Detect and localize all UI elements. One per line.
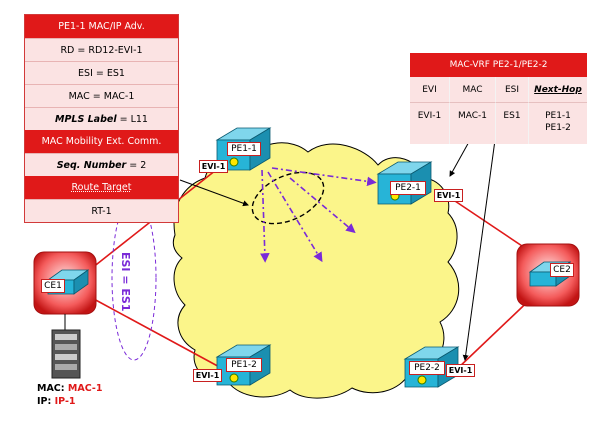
provider-cloud — [172, 142, 460, 399]
host-mac: MAC: MAC-1 — [37, 383, 102, 394]
seq-val: = 2 — [126, 160, 147, 171]
seq-key: Seq. Number — [56, 160, 127, 171]
evi-label-pe22: EVI-1 — [446, 364, 475, 377]
pe21-label: PE2-1 — [390, 181, 426, 195]
host-server — [51, 314, 81, 379]
vrf-header-mac: MAC — [450, 77, 496, 103]
vrf-cell-mac: MAC-1 — [450, 103, 496, 144]
pe12-label: PE1-2 — [226, 358, 262, 372]
evi-label-pe21: EVI-1 — [434, 189, 463, 202]
evi-label-pe11: EVI-1 — [199, 160, 228, 173]
mpls-label-val: = L11 — [116, 114, 148, 125]
adv-mpls-label: MPLS Label = L11 — [25, 107, 178, 130]
host-mac-key: MAC: — [37, 383, 65, 394]
vrf-cell-esi: ES1 — [496, 103, 529, 144]
adv-rd: RD = RD12-EVI-1 — [25, 38, 178, 61]
route-ellipse — [251, 171, 325, 225]
adv-title: PE1-1 MAC/IP Adv. — [25, 15, 178, 38]
ce2-label: CE2 — [550, 263, 574, 277]
mac-vrf-table: MAC-VRF PE2-1/PE2-2 EVI MAC ESI Next-Hop… — [410, 53, 587, 144]
vrf-title: MAC-VRF PE2-1/PE2-2 — [410, 53, 587, 77]
route-arrows — [260, 167, 377, 263]
adv-mobility: MAC Mobility Ext. Comm. — [25, 130, 178, 153]
host-ip-val: IP-1 — [54, 396, 76, 407]
adv-route-target-header: Route Target — [25, 176, 178, 199]
adv-mac: MAC = MAC-1 — [25, 84, 178, 107]
adv-rt: RT-1 — [25, 199, 178, 222]
pointer-arrows — [179, 139, 496, 361]
host-ip: IP: IP-1 — [37, 396, 76, 407]
host-ip-key: IP: — [37, 396, 52, 407]
esi-ellipse — [111, 195, 157, 361]
vrf-cell-nexthop: PE1-1 PE1-2 — [545, 111, 571, 133]
ce2-device — [516, 243, 580, 307]
ce1-label: CE1 — [41, 279, 65, 293]
vrf-header-nexthop: Next-Hop — [529, 77, 587, 103]
host-mac-val: MAC-1 — [67, 383, 103, 394]
vrf-cell-evi: EVI-1 — [410, 103, 450, 144]
pe22-label: PE2-2 — [409, 361, 445, 375]
vrf-header-evi: EVI — [410, 77, 450, 103]
mpls-label-key: MPLS Label — [55, 114, 117, 125]
evi-label-pe12: EVI-1 — [193, 369, 222, 382]
vrf-header-esi: ESI — [496, 77, 529, 103]
esi-vertical-label: ESI = ES1 — [119, 252, 132, 312]
vrf-grid: EVI MAC ESI Next-Hop EVI-1 MAC-1 ES1 PE1… — [410, 77, 587, 144]
mac-ip-advertisement-table: PE1-1 MAC/IP Adv. RD = RD12-EVI-1 ESI = … — [24, 14, 179, 223]
route-target-label: Route Target — [71, 182, 132, 193]
pe11-label: PE1-1 — [227, 142, 261, 156]
adv-esi: ESI = ES1 — [25, 61, 178, 84]
adv-seq: Seq. Number = 2 — [25, 153, 178, 176]
